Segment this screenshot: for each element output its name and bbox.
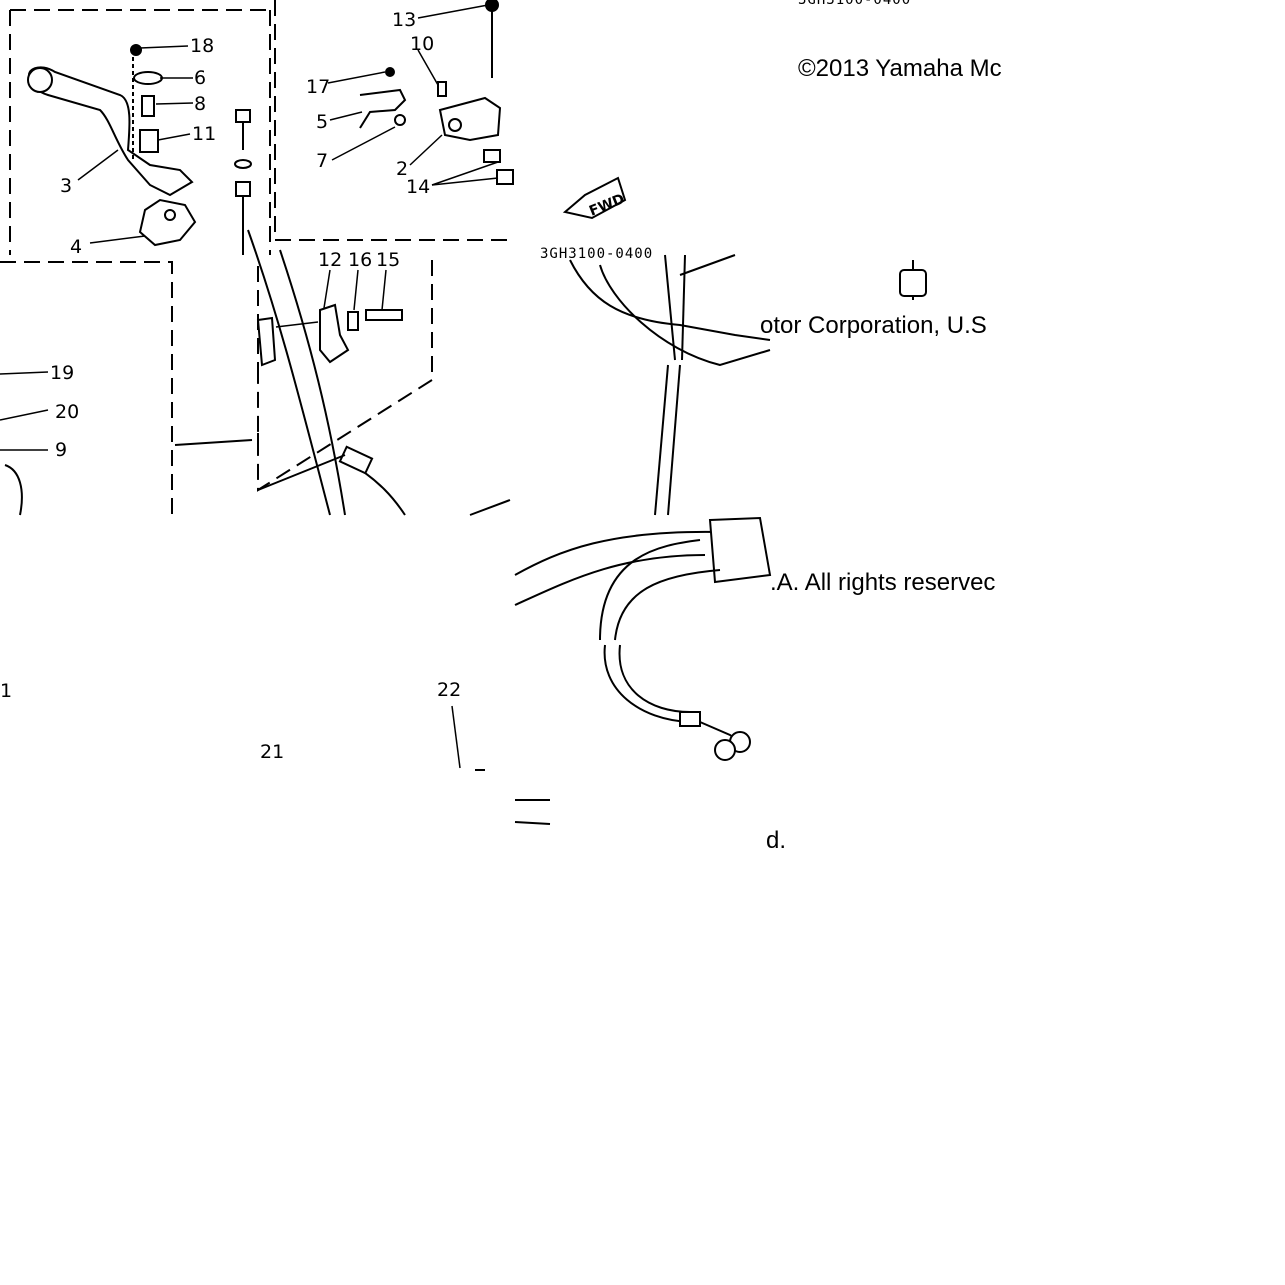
callout-12: 12 [318, 249, 342, 271]
copyright-line-3: .A. All rights reservec [770, 569, 996, 596]
callout-17: 17 [306, 76, 330, 98]
callout-22: 22 [437, 679, 461, 701]
copyright-line-2: otor Corporation, U.S [760, 312, 987, 339]
copyright-line-4: d. [766, 827, 787, 854]
callout-labels: 1 2 3 4 5 6 7 8 9 10 11 12 13 14 15 16 1… [0, 9, 461, 763]
callout-19: 19 [50, 362, 74, 384]
switch-parts-drawing [359, 0, 514, 185]
callout-15: 15 [376, 249, 400, 271]
pivot-stack-drawing [130, 44, 163, 160]
bolt-stack-drawing [234, 109, 252, 255]
callout-7: 7 [316, 150, 328, 172]
leader-lines [0, 4, 499, 769]
throttle-cable-drawing [338, 254, 736, 516]
callout-14: 14 [406, 176, 430, 198]
copyright-line-1: ©2013 Yamaha Mc [798, 55, 1002, 82]
callout-16: 16 [348, 249, 372, 271]
panel-left-inset-border [0, 261, 173, 515]
clamp-parts-drawing [256, 303, 403, 367]
callout-18: 18 [190, 35, 214, 57]
callout-3: 3 [60, 175, 72, 197]
fwd-arrow-icon [562, 176, 627, 220]
part-number-top: 3GH3100-0400 [798, 0, 911, 8]
part-number-mid: 3GH3100-0400 [540, 246, 653, 262]
callout-2: 2 [396, 158, 408, 180]
lower-cable-drawing [257, 454, 551, 825]
callout-4: 4 [70, 236, 82, 258]
switch-housing-drawing [599, 516, 772, 761]
lever-bracket-drawing [138, 198, 197, 247]
connector-drawing [899, 260, 927, 300]
callout-9: 9 [55, 439, 67, 461]
callout-6: 6 [194, 67, 206, 89]
panel-top-mid-border [274, 0, 510, 241]
left-inset-cable-drawing [4, 433, 259, 516]
panel-top-left-border [9, 9, 271, 255]
callout-11: 11 [192, 123, 216, 145]
brake-lever-drawing [27, 66, 194, 197]
callout-8: 8 [194, 93, 206, 115]
callout-1: 1 [0, 680, 12, 702]
callout-13: 13 [392, 9, 416, 31]
callout-5: 5 [316, 111, 328, 133]
callout-20: 20 [55, 401, 79, 423]
callout-10: 10 [410, 33, 434, 55]
handlebar-drawing [247, 229, 771, 606]
callout-21: 21 [260, 741, 284, 763]
